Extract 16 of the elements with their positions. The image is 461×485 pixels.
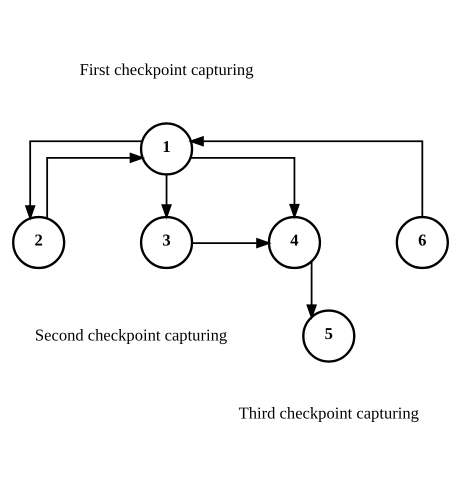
node-label: First checkpoint capturing bbox=[80, 60, 254, 80]
arrow bbox=[161, 174, 172, 220]
node-circle: 1 bbox=[140, 122, 194, 176]
node-circle: 5 bbox=[302, 309, 356, 363]
node-label: Second checkpoint capturing bbox=[34, 325, 228, 344]
arrow bbox=[24, 140, 142, 221]
arrow bbox=[188, 136, 424, 217]
node-circle: 2 bbox=[12, 216, 66, 270]
node-circle: 6 bbox=[396, 216, 449, 270]
arrow bbox=[46, 152, 146, 218]
arrow bbox=[306, 261, 317, 320]
node-circle: 3 bbox=[140, 216, 194, 270]
node-circle: 4 bbox=[268, 216, 322, 270]
node-label: Third checkpoint capturing bbox=[238, 404, 419, 423]
arrow bbox=[192, 238, 272, 248]
arrow bbox=[190, 156, 300, 220]
